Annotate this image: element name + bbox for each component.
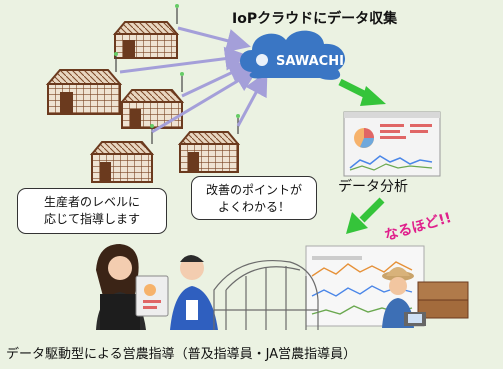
greenhouse-1 — [112, 4, 180, 59]
greenhouse-group — [45, 4, 241, 183]
speech-bubble-instructor: 生産者のレベルに 応じて指導します — [17, 188, 167, 234]
analysis-label: データ分析 — [338, 179, 408, 195]
bubble-left-line-2: 応じて指導します — [43, 212, 140, 226]
bubble-right-line-2: よくわかる！ — [217, 200, 290, 214]
greenhouse-2 — [45, 52, 123, 115]
greenhouse-4 — [89, 124, 155, 183]
bubble-right-line-1: 改善のポイントが — [205, 183, 302, 197]
tablet — [135, 275, 169, 317]
flow-arrow-cloud-to-analysis — [338, 78, 386, 106]
cloud-label: SAWACHI — [276, 54, 344, 69]
hoop-greenhouse — [213, 259, 319, 330]
sawachi-cloud — [240, 30, 346, 80]
speech-bubble-student: 改善のポイントが よくわかる！ — [191, 176, 317, 220]
bubble-left-line-1: 生産者のレベルに — [43, 195, 140, 209]
sawachi-logo-icon — [256, 54, 268, 66]
diagram-title: IoPクラウドにデータ収集 — [232, 11, 398, 27]
data-arrows — [119, 26, 268, 134]
farmer-figure — [382, 267, 426, 328]
diagram-caption: データ駆動型による営農指導（普及指導員・JA営農指導員） — [6, 347, 357, 362]
flow-arrow-analysis-to-field — [346, 197, 385, 234]
greenhouse-5 — [177, 114, 241, 173]
student-figure — [170, 255, 218, 330]
instructor-figure — [96, 244, 146, 330]
analysis-dashboard — [343, 111, 441, 177]
crates — [417, 281, 469, 319]
